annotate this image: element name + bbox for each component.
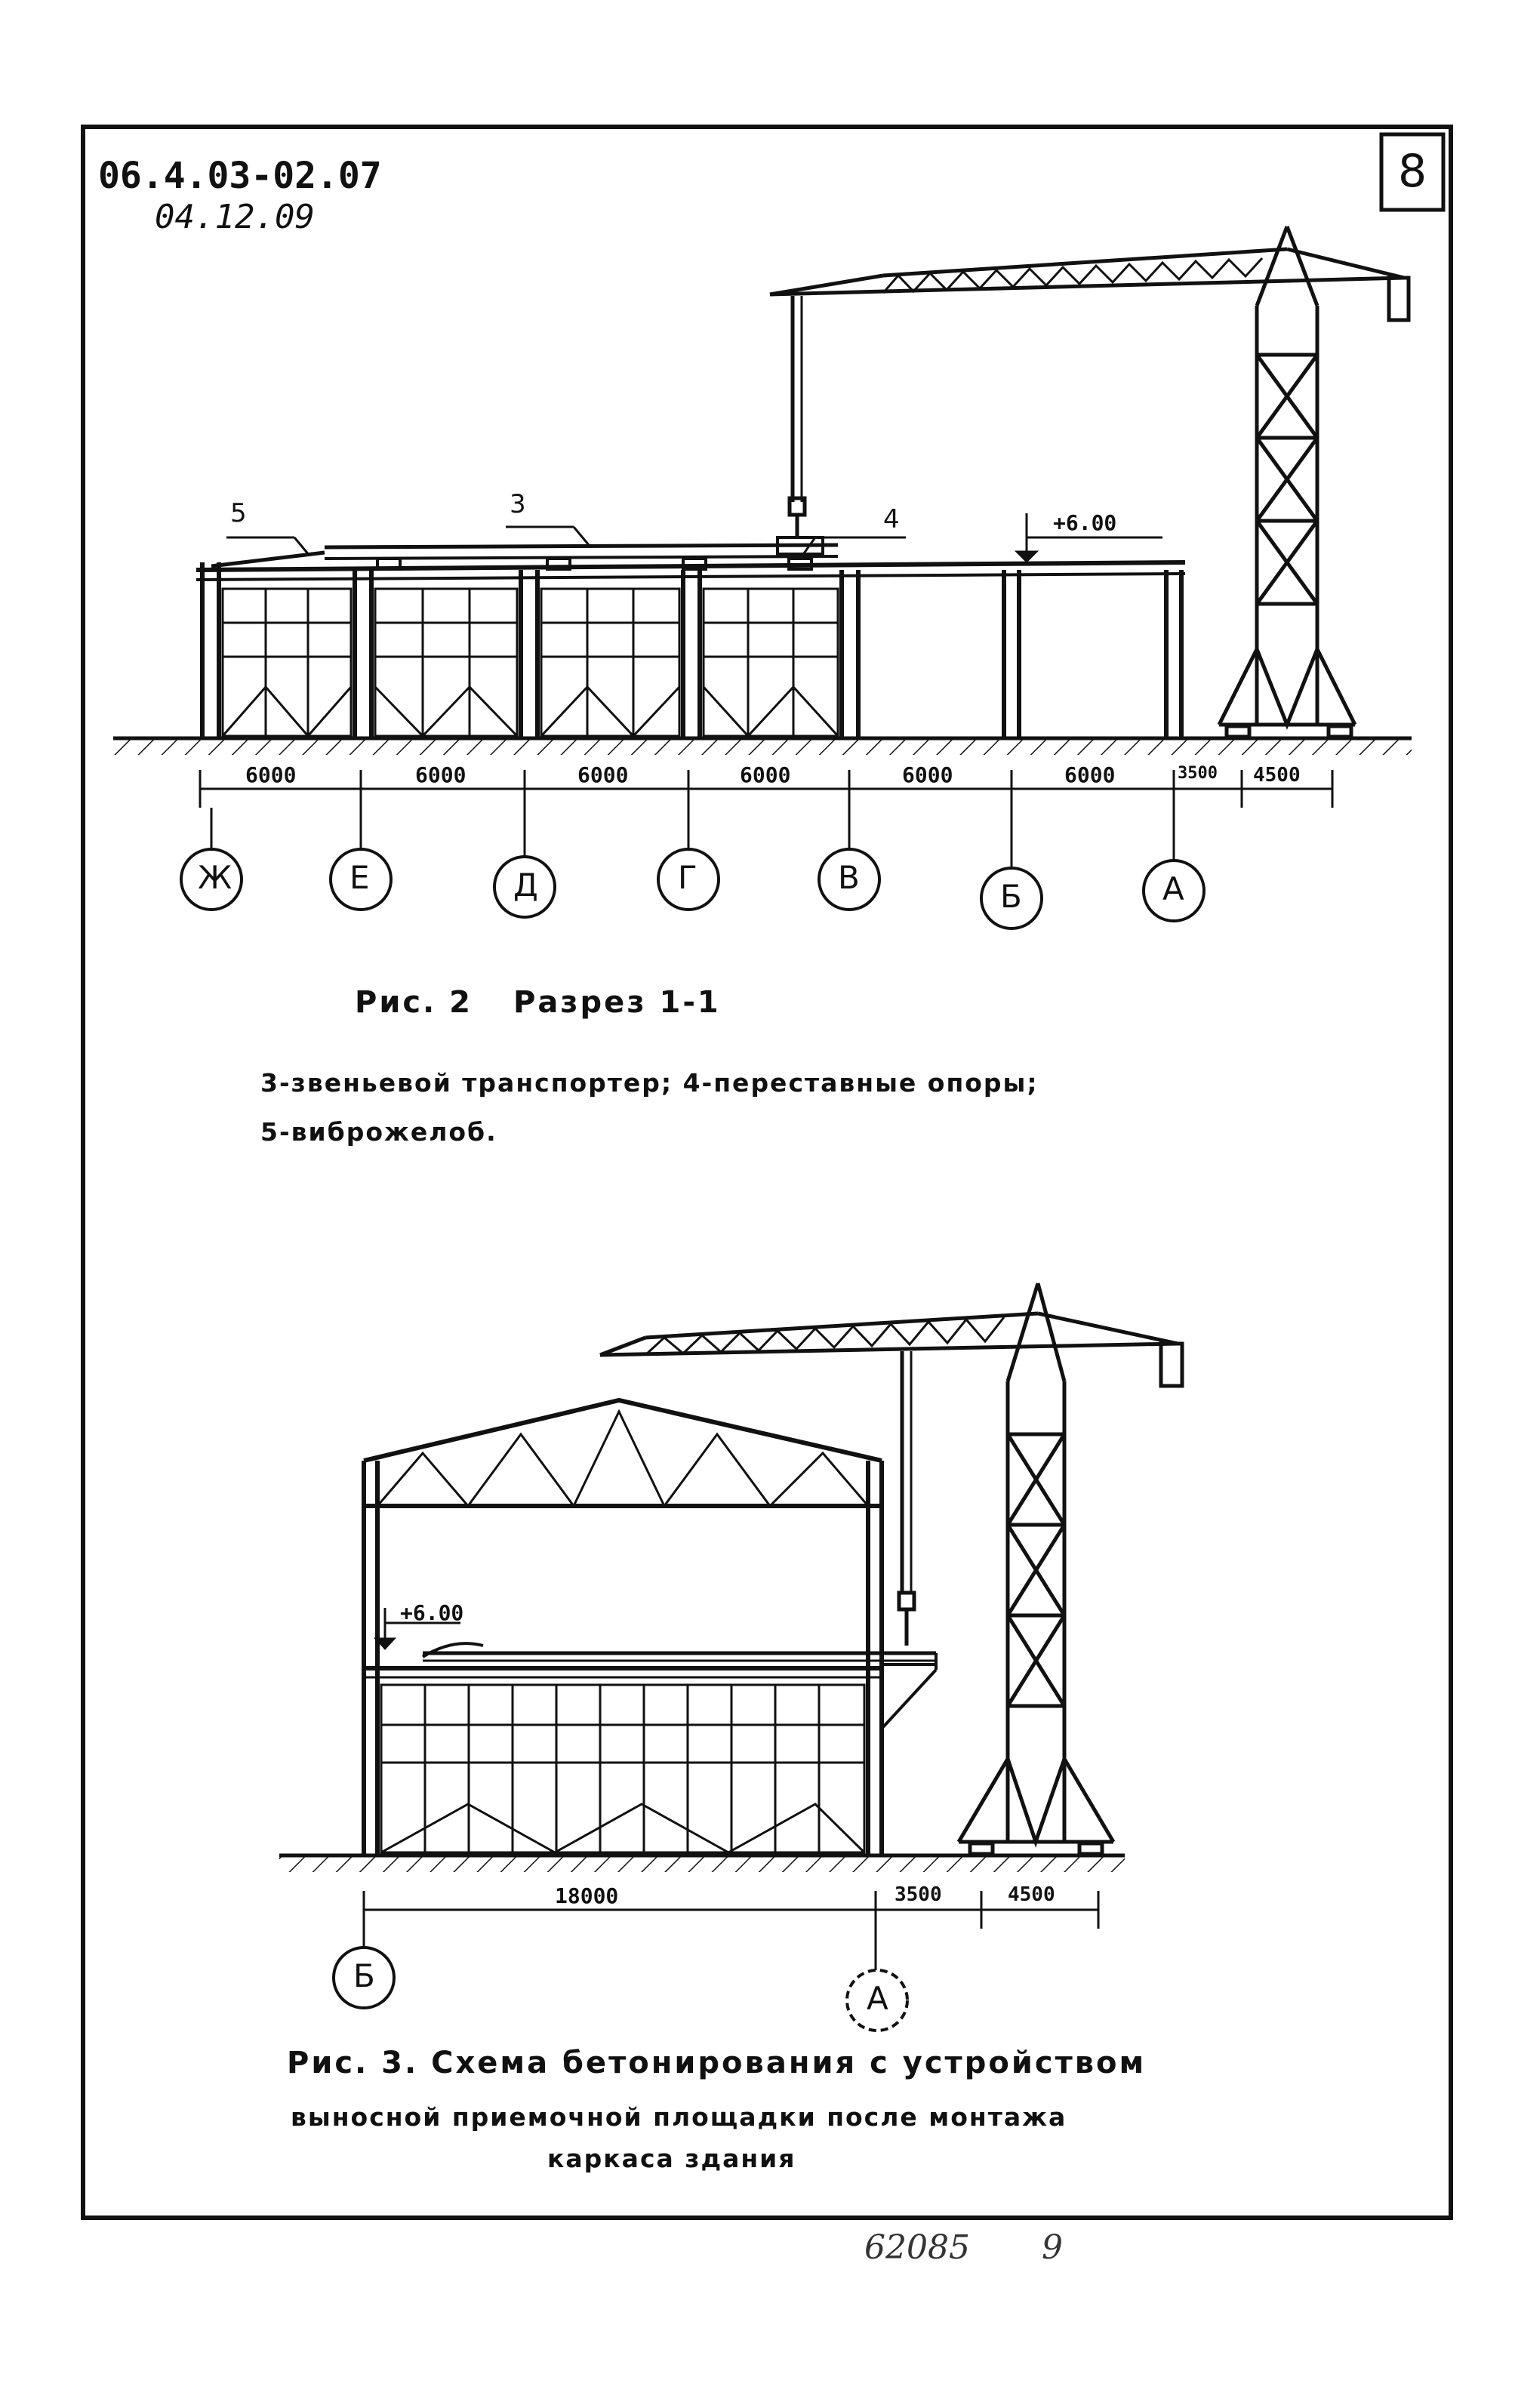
vibro-chute [211,550,325,568]
ground-hatch-fig3 [279,1855,1125,1872]
dimension-1: 6000 [245,762,297,787]
figure-2-section [113,226,1412,930]
formwork-bay-2 [374,587,519,738]
dimension-ticks-fig3 [362,1891,1100,1929]
axis-g: Г [678,859,697,896]
axis-leaders-fig2 [210,808,1175,868]
formwork-bay-1 [221,587,353,738]
footer-number: 62085 [864,2228,970,2267]
document-code: 06.4.03-02.07 [98,155,382,197]
axis-circles-fig2 [180,848,1206,930]
roof-truss-fig3 [376,1409,870,1508]
axis-zh: Ж [198,859,232,896]
formwork-bay-4 [702,587,839,738]
figure-3-section [279,1283,1184,2032]
axis-circle-a-fig3 [845,1969,909,2032]
dimension-6: 6000 [1064,762,1116,787]
level-mark-fig3: +6.00 [400,1600,464,1625]
conveyor-top [324,543,839,550]
ground-hatch [113,738,1412,755]
figure-3-caption-3: каркаса здания [547,2144,796,2173]
dimension-7: 3500 [1178,764,1218,783]
dimension-5: 6000 [902,762,953,787]
frame-columns [200,562,1184,738]
axis-v: В [838,859,860,896]
dimension-4: 6000 [740,762,791,787]
callout-5: 5 [230,498,247,528]
formwork-bay-3 [540,587,681,738]
figure-2-number: Рис. 2 [355,985,473,1020]
tower-crane-fig3 [599,1283,1184,1856]
figure-2-title: Разрез 1-1 [513,985,721,1020]
footer-page: 9 [1042,2228,1063,2267]
slab-bottom [196,572,1186,581]
dimension-fig3-2: 3500 [895,1883,942,1906]
axis-d: Д [513,867,538,904]
figure-3-caption-2: выносной приемочной площадки после монта… [291,2102,1067,2132]
sheet-number: 8 [1398,145,1427,198]
dimension-2: 6000 [415,762,467,787]
axis-b-fig3: Б [353,1957,375,1994]
dimension-ticks-fig2 [199,770,1334,808]
axis-a-fig3: А [867,1980,888,2017]
concrete-bucket [776,536,824,556]
figure-2-legend-1: 3-звеньевой транспортер; 4-переставные о… [260,1068,1039,1098]
figure-3-caption-1: Рис. 3. Схема бетонирования с устройство… [287,2046,1147,2080]
slab-top [196,560,1186,572]
axis-circle-b-fig3 [332,1946,396,2009]
dimension-fig3-3: 4500 [1008,1883,1055,1906]
document-date: 04.12.09 [155,198,315,236]
axis-e: Е [349,859,370,896]
callout-3: 3 [510,489,526,519]
dimension-fig3-1: 18000 [555,1883,619,1908]
receiving-platform-fig3 [880,1653,938,1730]
dimension-8: 4500 [1253,764,1301,787]
sheet-number-box [1379,132,1446,212]
formwork-fig3 [380,1683,866,1854]
figure-2-legend-2: 5-виброжелоб. [260,1117,497,1147]
tower-crane-fig2 [769,226,1411,739]
level-mark-fig2: +6.00 [1053,510,1117,535]
sheet-frame [81,125,1453,2220]
axis-a: А [1162,870,1184,907]
building-frame-fig3 [362,1397,884,1855]
callout-4: 4 [883,504,900,534]
dimension-3: 6000 [577,762,629,787]
conveyor-bottom [324,555,839,560]
axis-b: Б [1000,878,1022,915]
